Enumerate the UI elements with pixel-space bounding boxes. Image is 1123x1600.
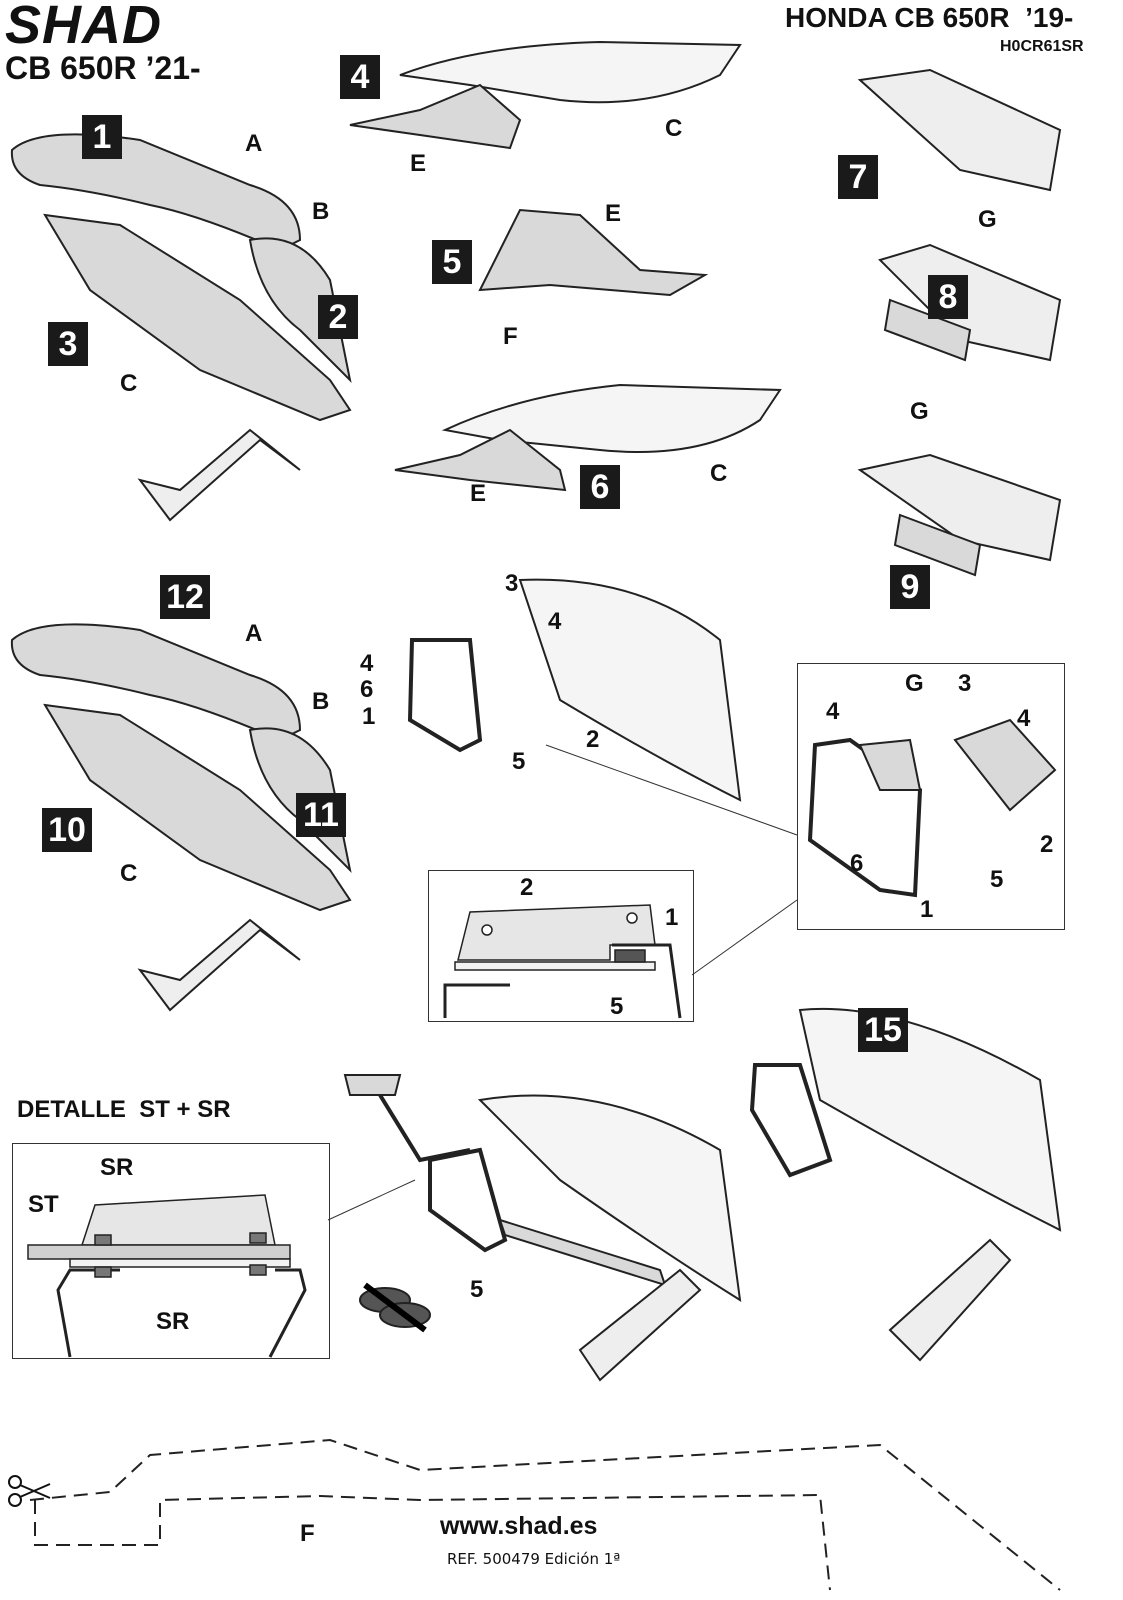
label-e: E [605,200,622,227]
step-9: 9 [890,565,930,609]
part-5-spacer: 5 [470,1276,484,1303]
scissors-icon [8,1475,51,1507]
part-5: 5 [990,866,1004,893]
label-st: ST [28,1191,59,1218]
part-4: 4 [360,650,374,677]
label-b: B [312,688,330,715]
part-1: 1 [362,703,376,730]
part-3: 3 [958,670,972,697]
part-1: 1 [920,896,934,923]
part-4: 4 [548,608,562,635]
part-2: 2 [520,874,534,901]
part-4: 4 [1017,705,1031,732]
step-8: 8 [928,275,968,319]
label-b: B [312,198,330,225]
exploded-detail-box [797,663,1065,930]
step-2: 2 [318,295,358,339]
step-5: 5 [432,240,472,284]
label-g: G [910,398,929,425]
label-e: E [410,150,427,177]
part-2: 2 [586,726,600,753]
part-5: 5 [512,748,526,775]
detail-title: DETALLE ST + SR [17,1096,231,1123]
label-c: C [710,460,728,487]
shad-logo: SHAD [5,0,163,55]
part-1: 1 [665,904,679,931]
template-label-f: F [300,1520,315,1547]
model-right: HONDA CB 650R ’19- [785,2,1074,33]
section-detail-box [428,870,694,1022]
label-f: F [503,323,518,350]
step-1: 1 [82,115,122,159]
part-6: 6 [360,676,374,703]
st-sr-detail-box [12,1143,330,1359]
part-2: 2 [1040,831,1054,858]
step-15: 15 [858,1008,908,1052]
website: www.shad.es [440,1512,598,1540]
step-7: 7 [838,155,878,199]
part-3: 3 [505,570,519,597]
step-10: 10 [42,808,92,852]
product-code: H0CR61SR [1000,38,1084,55]
step-12: 12 [160,575,210,619]
label-a: A [245,620,263,647]
label-a: A [245,130,263,157]
part-4: 4 [826,698,840,725]
label-e: E [470,480,487,507]
model-left: CB 650R ’21- [5,50,201,86]
step-11: 11 [296,793,346,837]
reference: REF. 500479 Edición 1ª [447,1550,621,1568]
step-4: 4 [340,55,380,99]
label-c: C [120,370,138,397]
step-3: 3 [48,322,88,366]
label-c: C [665,115,683,142]
step-6: 6 [580,465,620,509]
part-g: G [905,670,924,697]
label-c: C [120,860,138,887]
part-6: 6 [850,850,864,877]
label-sr: SR [156,1308,190,1335]
part-5: 5 [610,993,624,1020]
label-sr: SR [100,1154,134,1181]
label-g: G [978,206,997,233]
